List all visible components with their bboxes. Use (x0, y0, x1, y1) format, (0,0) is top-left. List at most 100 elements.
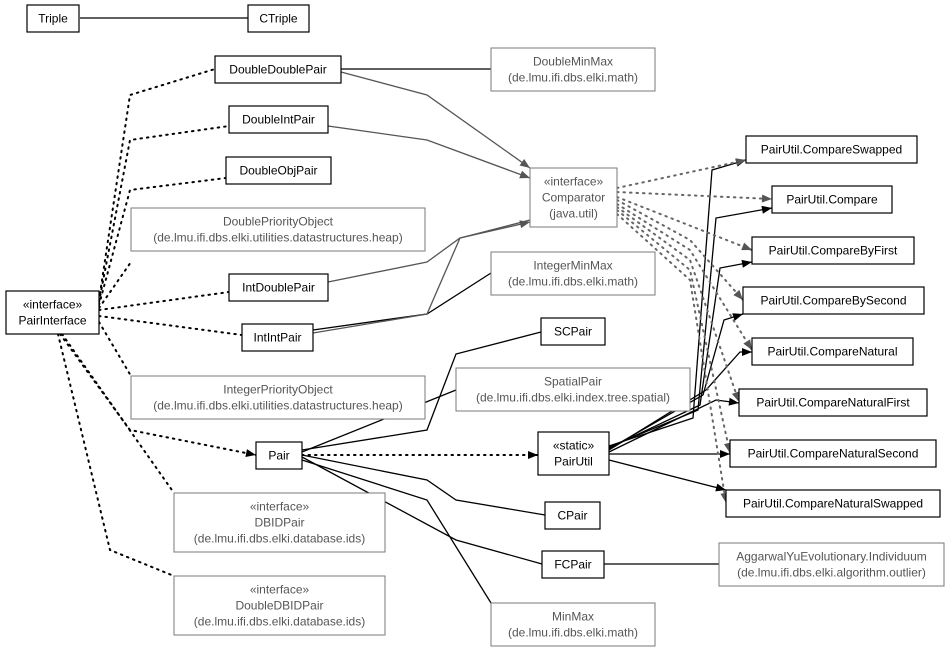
class-box (725, 489, 941, 518)
class-box (738, 388, 928, 417)
edge-39 (616, 213, 727, 504)
class-node-triple[interactable]: Triple (26, 4, 80, 33)
class-node-aggarwalyuevolutionaryindividuum[interactable]: AggarwalYuEvolutionary.Individuum (de.lmu… (718, 542, 945, 587)
class-label: (de.lmu.ifi.dbs.elki.index.tree.spatial) (476, 391, 670, 405)
edge-8 (301, 389, 457, 453)
class-label: IntIntPair (253, 331, 301, 345)
class-node-integerpriorityobject[interactable]: IntegerPriorityObject(de.lmu.ifi.dbs.elk… (130, 375, 426, 420)
class-node-cpair[interactable]: CPair (544, 501, 601, 530)
arrowhead-3 (519, 170, 530, 179)
class-label: Triple (38, 12, 68, 26)
class-label: CTriple (259, 12, 298, 26)
class-label: DoubleDoublePair (229, 63, 326, 77)
class-node-scpair[interactable]: SCPair (540, 317, 606, 346)
arrowhead-19 (720, 450, 730, 458)
class-node-comparenaturalswapped[interactable]: PairUtil.CompareNaturalSwapped (725, 489, 941, 518)
class-box (490, 602, 656, 647)
class-node-compareswapped[interactable]: PairUtil.CompareSwapped (745, 135, 918, 164)
class-node-comparenatural[interactable]: PairUtil.CompareNatural (751, 337, 914, 366)
edge-36 (616, 203, 753, 351)
edge-35 (616, 199, 744, 301)
edge-3 (327, 125, 531, 179)
class-node-comparebysecond[interactable]: PairUtil.CompareBySecond (742, 286, 925, 315)
class-label: MinMax (552, 610, 594, 624)
edge-11 (301, 459, 492, 604)
class-label: (de.lmu.ifi.dbs.elki.utilities.datastruc… (153, 231, 402, 245)
arrowhead-17 (742, 348, 752, 356)
edge-27 (98, 321, 132, 377)
class-label: PairUtil.Compare (786, 193, 878, 207)
edge-32 (616, 159, 747, 189)
class-node-intdoublepair[interactable]: IntDoublePair (228, 273, 329, 302)
class-node-integerminmax[interactable]: IntegerMinMax(de.lmu.ifi.dbs.elki.math) (490, 251, 656, 296)
class-label: (java.util) (549, 207, 598, 221)
class-node-intintpair[interactable]: IntIntPair (241, 323, 314, 352)
class-box (455, 367, 691, 412)
class-box (745, 135, 918, 164)
arrowhead-35 (733, 289, 743, 300)
edge-26 (98, 315, 243, 336)
class-box (541, 550, 605, 579)
class-node-doubledbidpair[interactable]: «interface»DoubleDBIDPair(de.lmu.ifi.dbs… (173, 575, 386, 636)
edge-23 (98, 177, 227, 306)
class-label: FCPair (554, 558, 591, 572)
class-label: IntDoublePair (242, 281, 315, 295)
class-node-fcpair[interactable]: FCPair (541, 550, 605, 579)
class-label: DoublePriorityObject (223, 215, 334, 229)
class-node-pair[interactable]: Pair (255, 441, 303, 470)
class-node-comparebyfirst[interactable]: PairUtil.CompareByFirst (751, 236, 915, 265)
edge-24 (98, 261, 132, 309)
class-node-compare[interactable]: PairUtil.Compare (771, 185, 893, 214)
class-node-doubleminmax[interactable]: DoubleMinMax(de.lmu.ifi.dbs.elki.math) (490, 47, 656, 92)
class-node-comparenaturalfirst[interactable]: PairUtil.CompareNaturalFirst (738, 388, 928, 417)
class-label: SCPair (554, 325, 592, 339)
class-label: DBIDPair (254, 516, 304, 530)
arrowhead-34 (741, 242, 752, 251)
arrowhead-28 (245, 449, 256, 457)
class-label: Comparator (542, 191, 605, 205)
edge-2 (340, 71, 531, 169)
arrowhead-16 (732, 313, 743, 321)
stereotype-label: «interface» (250, 500, 310, 514)
arrowhead-37 (731, 391, 740, 402)
class-label: (de.lmu.ifi.dbs.elki.database.ids) (194, 615, 365, 629)
class-label: (de.lmu.ifi.dbs.elki.math) (508, 275, 638, 289)
class-box (173, 575, 386, 636)
class-label: Pair (268, 449, 289, 463)
class-label: CPair (557, 509, 587, 523)
class-box (214, 55, 342, 84)
class-node-pairutil[interactable]: «static»PairUtil (537, 431, 610, 476)
class-box (26, 4, 80, 33)
edge-29 (61, 333, 175, 494)
class-box (225, 156, 332, 185)
class-node-pairinterface[interactable]: «interface»PairInterface (5, 290, 100, 335)
class-box (544, 501, 601, 530)
class-node-doubleobjpair[interactable]: DoubleObjPair (225, 156, 332, 185)
class-box (490, 251, 656, 296)
class-node-spatialpair[interactable]: SpatialPair(de.lmu.ifi.dbs.elki.index.tr… (455, 367, 691, 412)
class-node-minmax[interactable]: MinMax(de.lmu.ifi.dbs.elki.math) (490, 602, 656, 647)
class-box (718, 542, 945, 587)
edge-10 (301, 456, 543, 565)
arrowhead-20 (715, 483, 726, 492)
class-node-ctriple[interactable]: CTriple (247, 4, 310, 33)
class-label: PairUtil.CompareBySecond (760, 294, 906, 308)
class-node-dbidpair[interactable]: «interface»DBIDPair(de.lmu.ifi.dbs.elki.… (173, 492, 386, 553)
class-box (529, 167, 618, 228)
class-box (490, 47, 656, 92)
class-label: PairInterface (18, 314, 86, 328)
class-label: PairUtil.CompareNaturalFirst (756, 396, 910, 410)
edges (57, 17, 773, 604)
class-node-comparator[interactable]: «interface»Comparator(java.util) (529, 167, 618, 228)
class-node-comparenaturalsecond[interactable]: PairUtil.CompareNaturalSecond (729, 439, 937, 468)
class-label: (de.lmu.ifi.dbs.elki.algorithm.outlier) (737, 566, 926, 580)
class-box (540, 317, 606, 346)
class-label: DoubleIntPair (242, 113, 315, 127)
class-label: AggarwalYuEvolutionary.Individuum (736, 550, 927, 564)
class-node-doubledoublepair[interactable]: DoubleDoublePair (214, 55, 342, 84)
edge-6 (312, 219, 531, 334)
class-box (729, 439, 937, 468)
class-node-doublepriorityobject[interactable]: DoublePriorityObject (de.lmu.ifi.dbs.elki… (130, 207, 426, 252)
arrowhead-2 (519, 158, 530, 168)
class-node-doubleintpair[interactable]: DoubleIntPair (228, 105, 329, 134)
